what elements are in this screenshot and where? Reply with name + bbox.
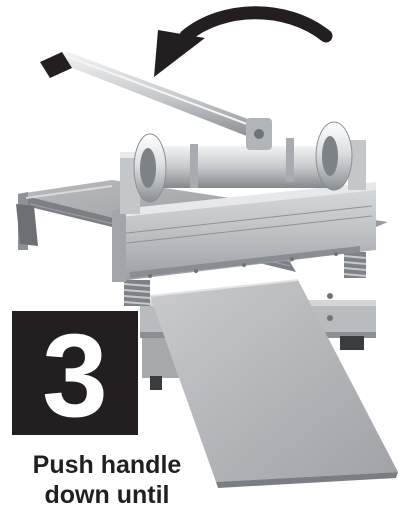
curved-arrow-icon [154, 6, 333, 77]
blade-beam [112, 182, 376, 282]
step-badge: 3 [12, 311, 138, 435]
spring-right [343, 252, 367, 278]
step-number: 3 [42, 310, 108, 442]
tile-plate [149, 279, 398, 488]
caption-line-2: down until [44, 481, 170, 509]
instruction-caption: Push handle down until [0, 450, 214, 510]
roller-drum [133, 121, 353, 203]
spring-left [123, 280, 151, 306]
instruction-panel: 3 Push handle down until [12, 6, 398, 509]
caption-line-1: Push handle [32, 451, 182, 479]
floor-cutter-illustration [16, 6, 398, 488]
handle-lever [40, 52, 272, 150]
